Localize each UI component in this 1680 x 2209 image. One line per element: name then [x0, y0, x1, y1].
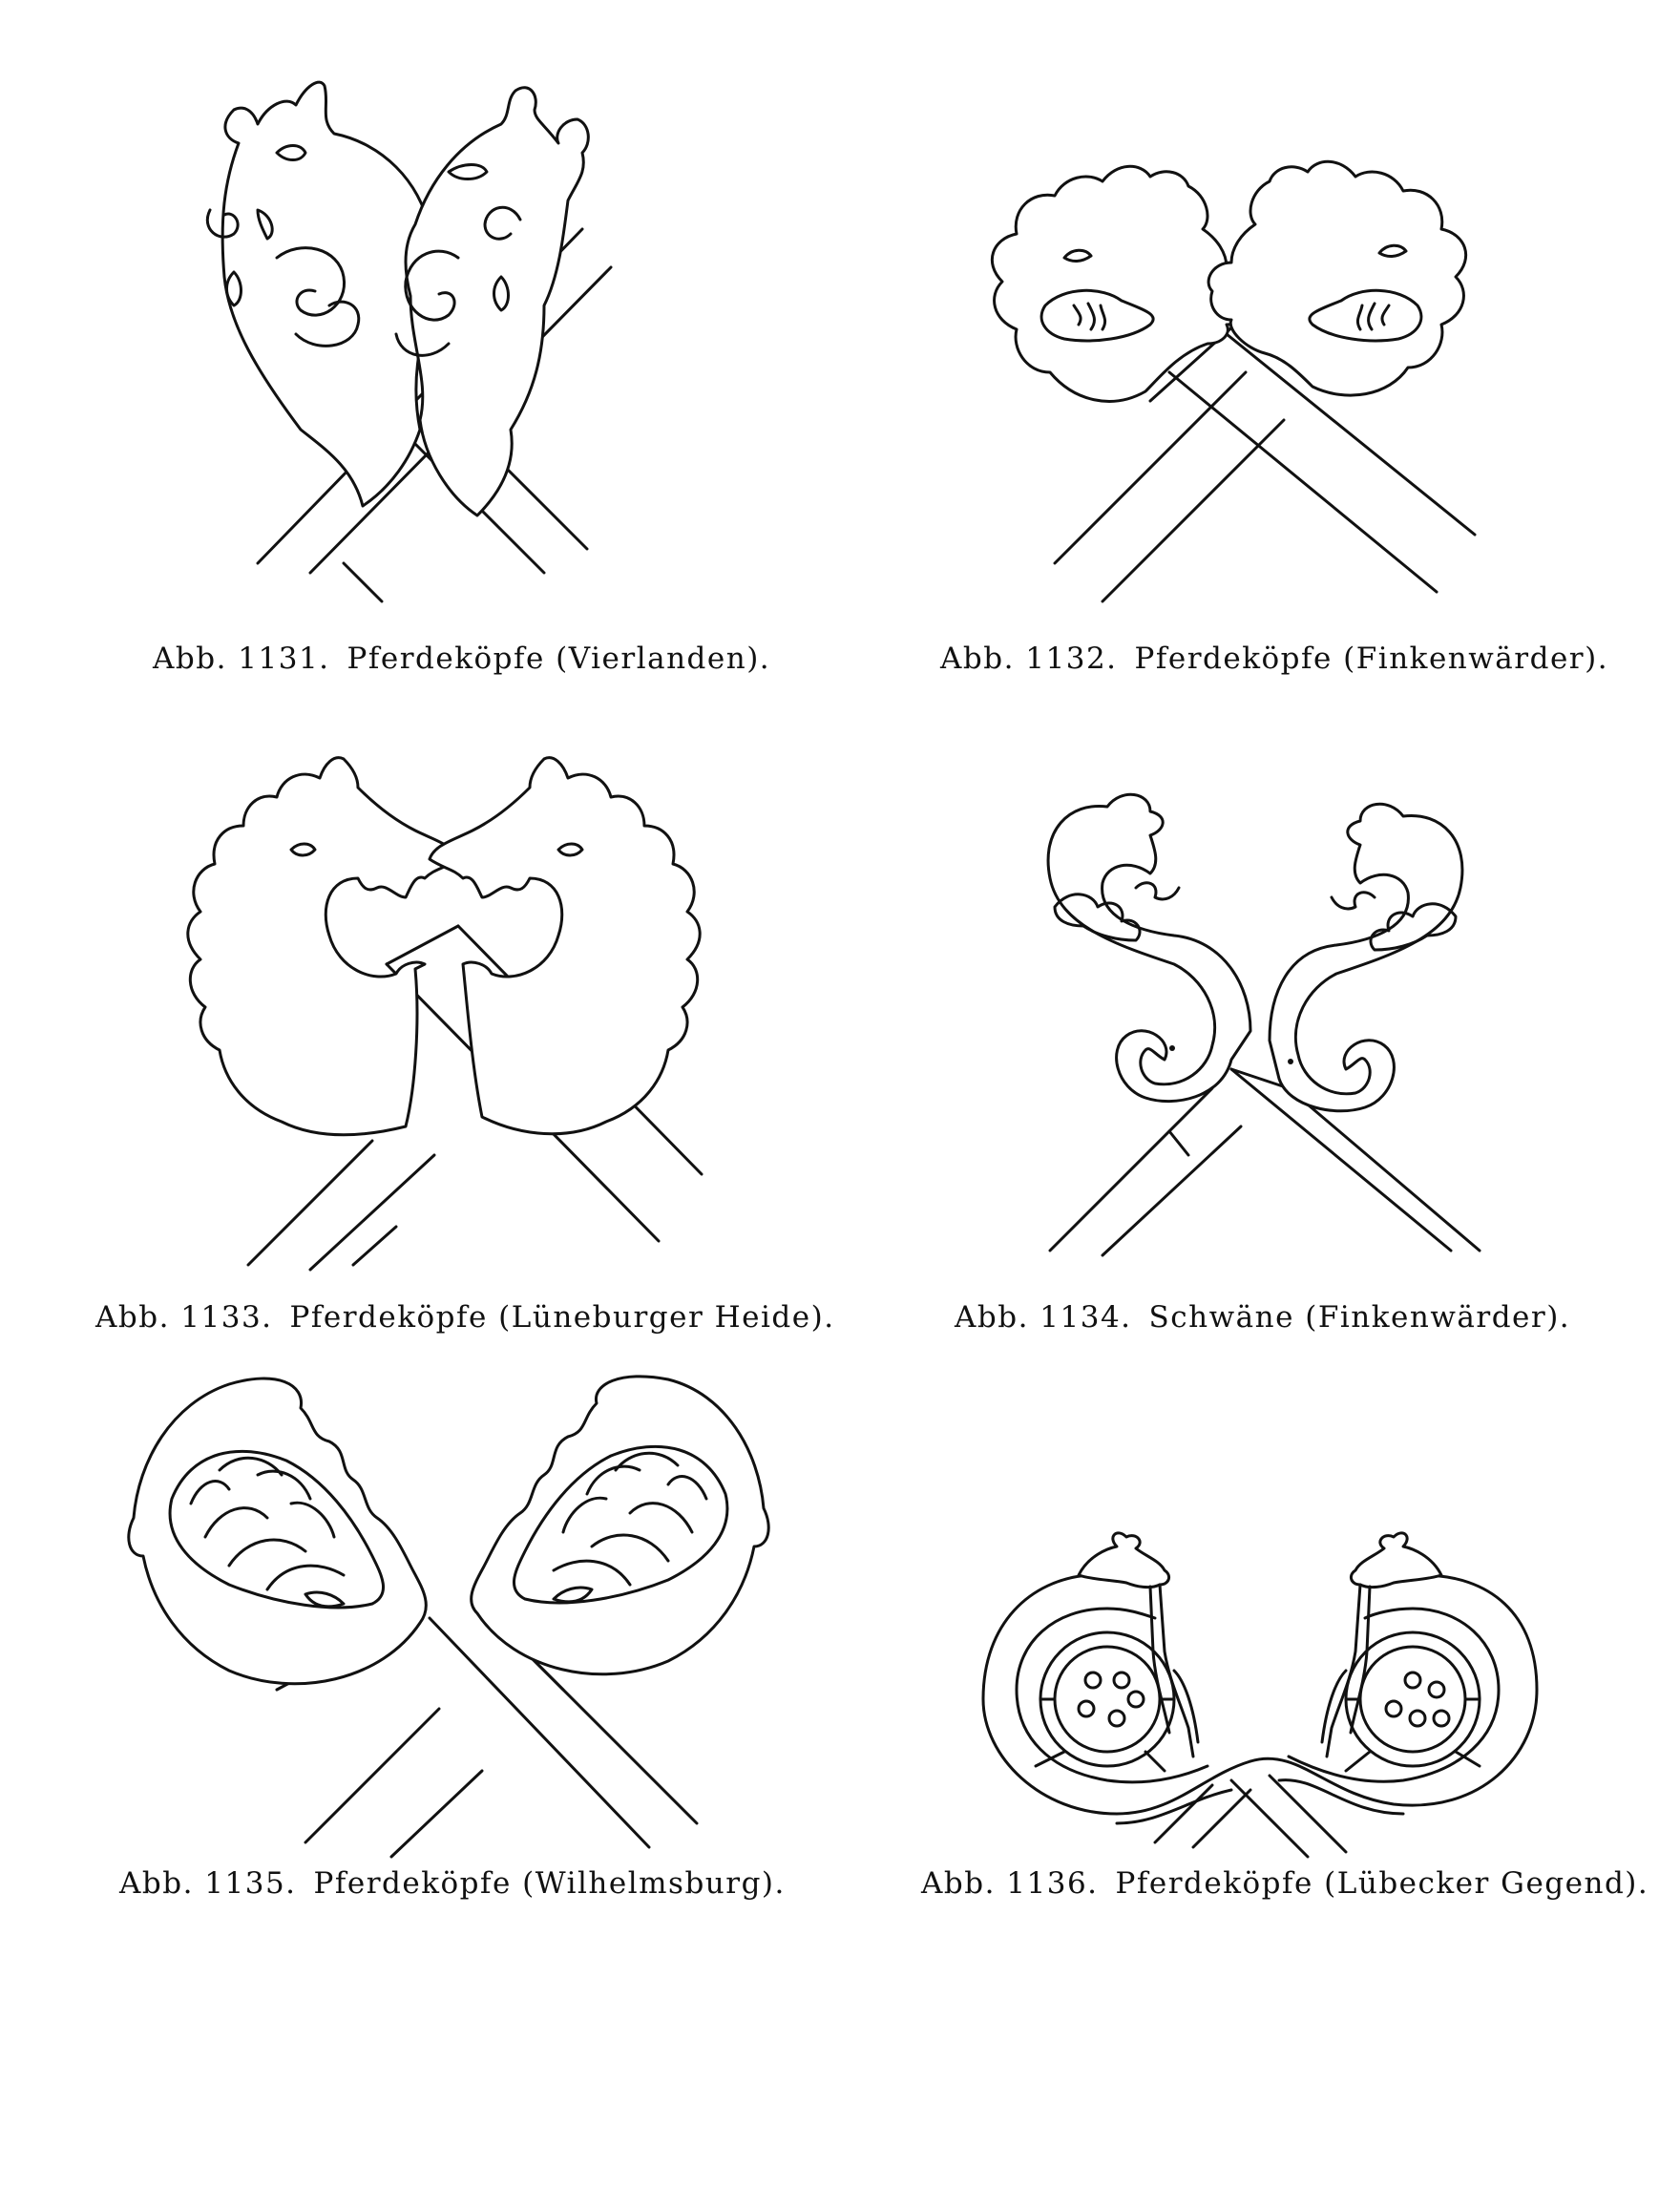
figure-1136-illustration — [964, 1531, 1556, 1862]
figure-1135-illustration — [115, 1365, 783, 1862]
figure-title: Pferdeköpfe (Vierlanden). — [346, 642, 771, 676]
figure-number: Abb. 1132. — [940, 642, 1118, 676]
figure-1136-caption: Abb. 1136. Pferdeköpfe (Lübecker Gegend). — [921, 1866, 1648, 1901]
figure-title: Pferdeköpfe (Finkenwärder). — [1134, 642, 1609, 676]
figure-number: Abb. 1134. — [955, 1300, 1132, 1335]
figure-1131-caption: Abb. 1131. Pferdeköpfe (Vierlanden). — [153, 642, 769, 676]
figure-1131-illustration — [134, 67, 745, 640]
figure-title: Pferdeköpfe (Lübecker Gegend). — [1115, 1866, 1649, 1901]
figure-number: Abb. 1136. — [921, 1866, 1099, 1901]
figure-1133-caption: Abb. 1133. Pferdeköpfe (Lüneburger Heide)… — [95, 1300, 833, 1335]
figure-1134-caption: Abb. 1134. Schwäne (Finkenwärder). — [955, 1300, 1569, 1335]
figure-1135-caption: Abb. 1135. Pferdeköpfe (Wilhelmsburg). — [119, 1866, 784, 1901]
figure-1134-illustration — [983, 792, 1575, 1270]
figure-title: Pferdeköpfe (Lüneburger Heide). — [289, 1300, 835, 1335]
figure-title: Schwäne (Finkenwärder). — [1148, 1300, 1571, 1335]
figure-number: Abb. 1133. — [95, 1300, 273, 1335]
figure-number: Abb. 1135. — [119, 1866, 297, 1901]
figure-title: Pferdeköpfe (Wilhelmsburg). — [313, 1866, 786, 1901]
figure-1133-illustration — [129, 735, 778, 1279]
figure-1132-illustration — [959, 153, 1551, 630]
figure-number: Abb. 1131. — [153, 642, 330, 676]
figure-1132-caption: Abb. 1132. Pferdeköpfe (Finkenwärder). — [940, 642, 1607, 676]
